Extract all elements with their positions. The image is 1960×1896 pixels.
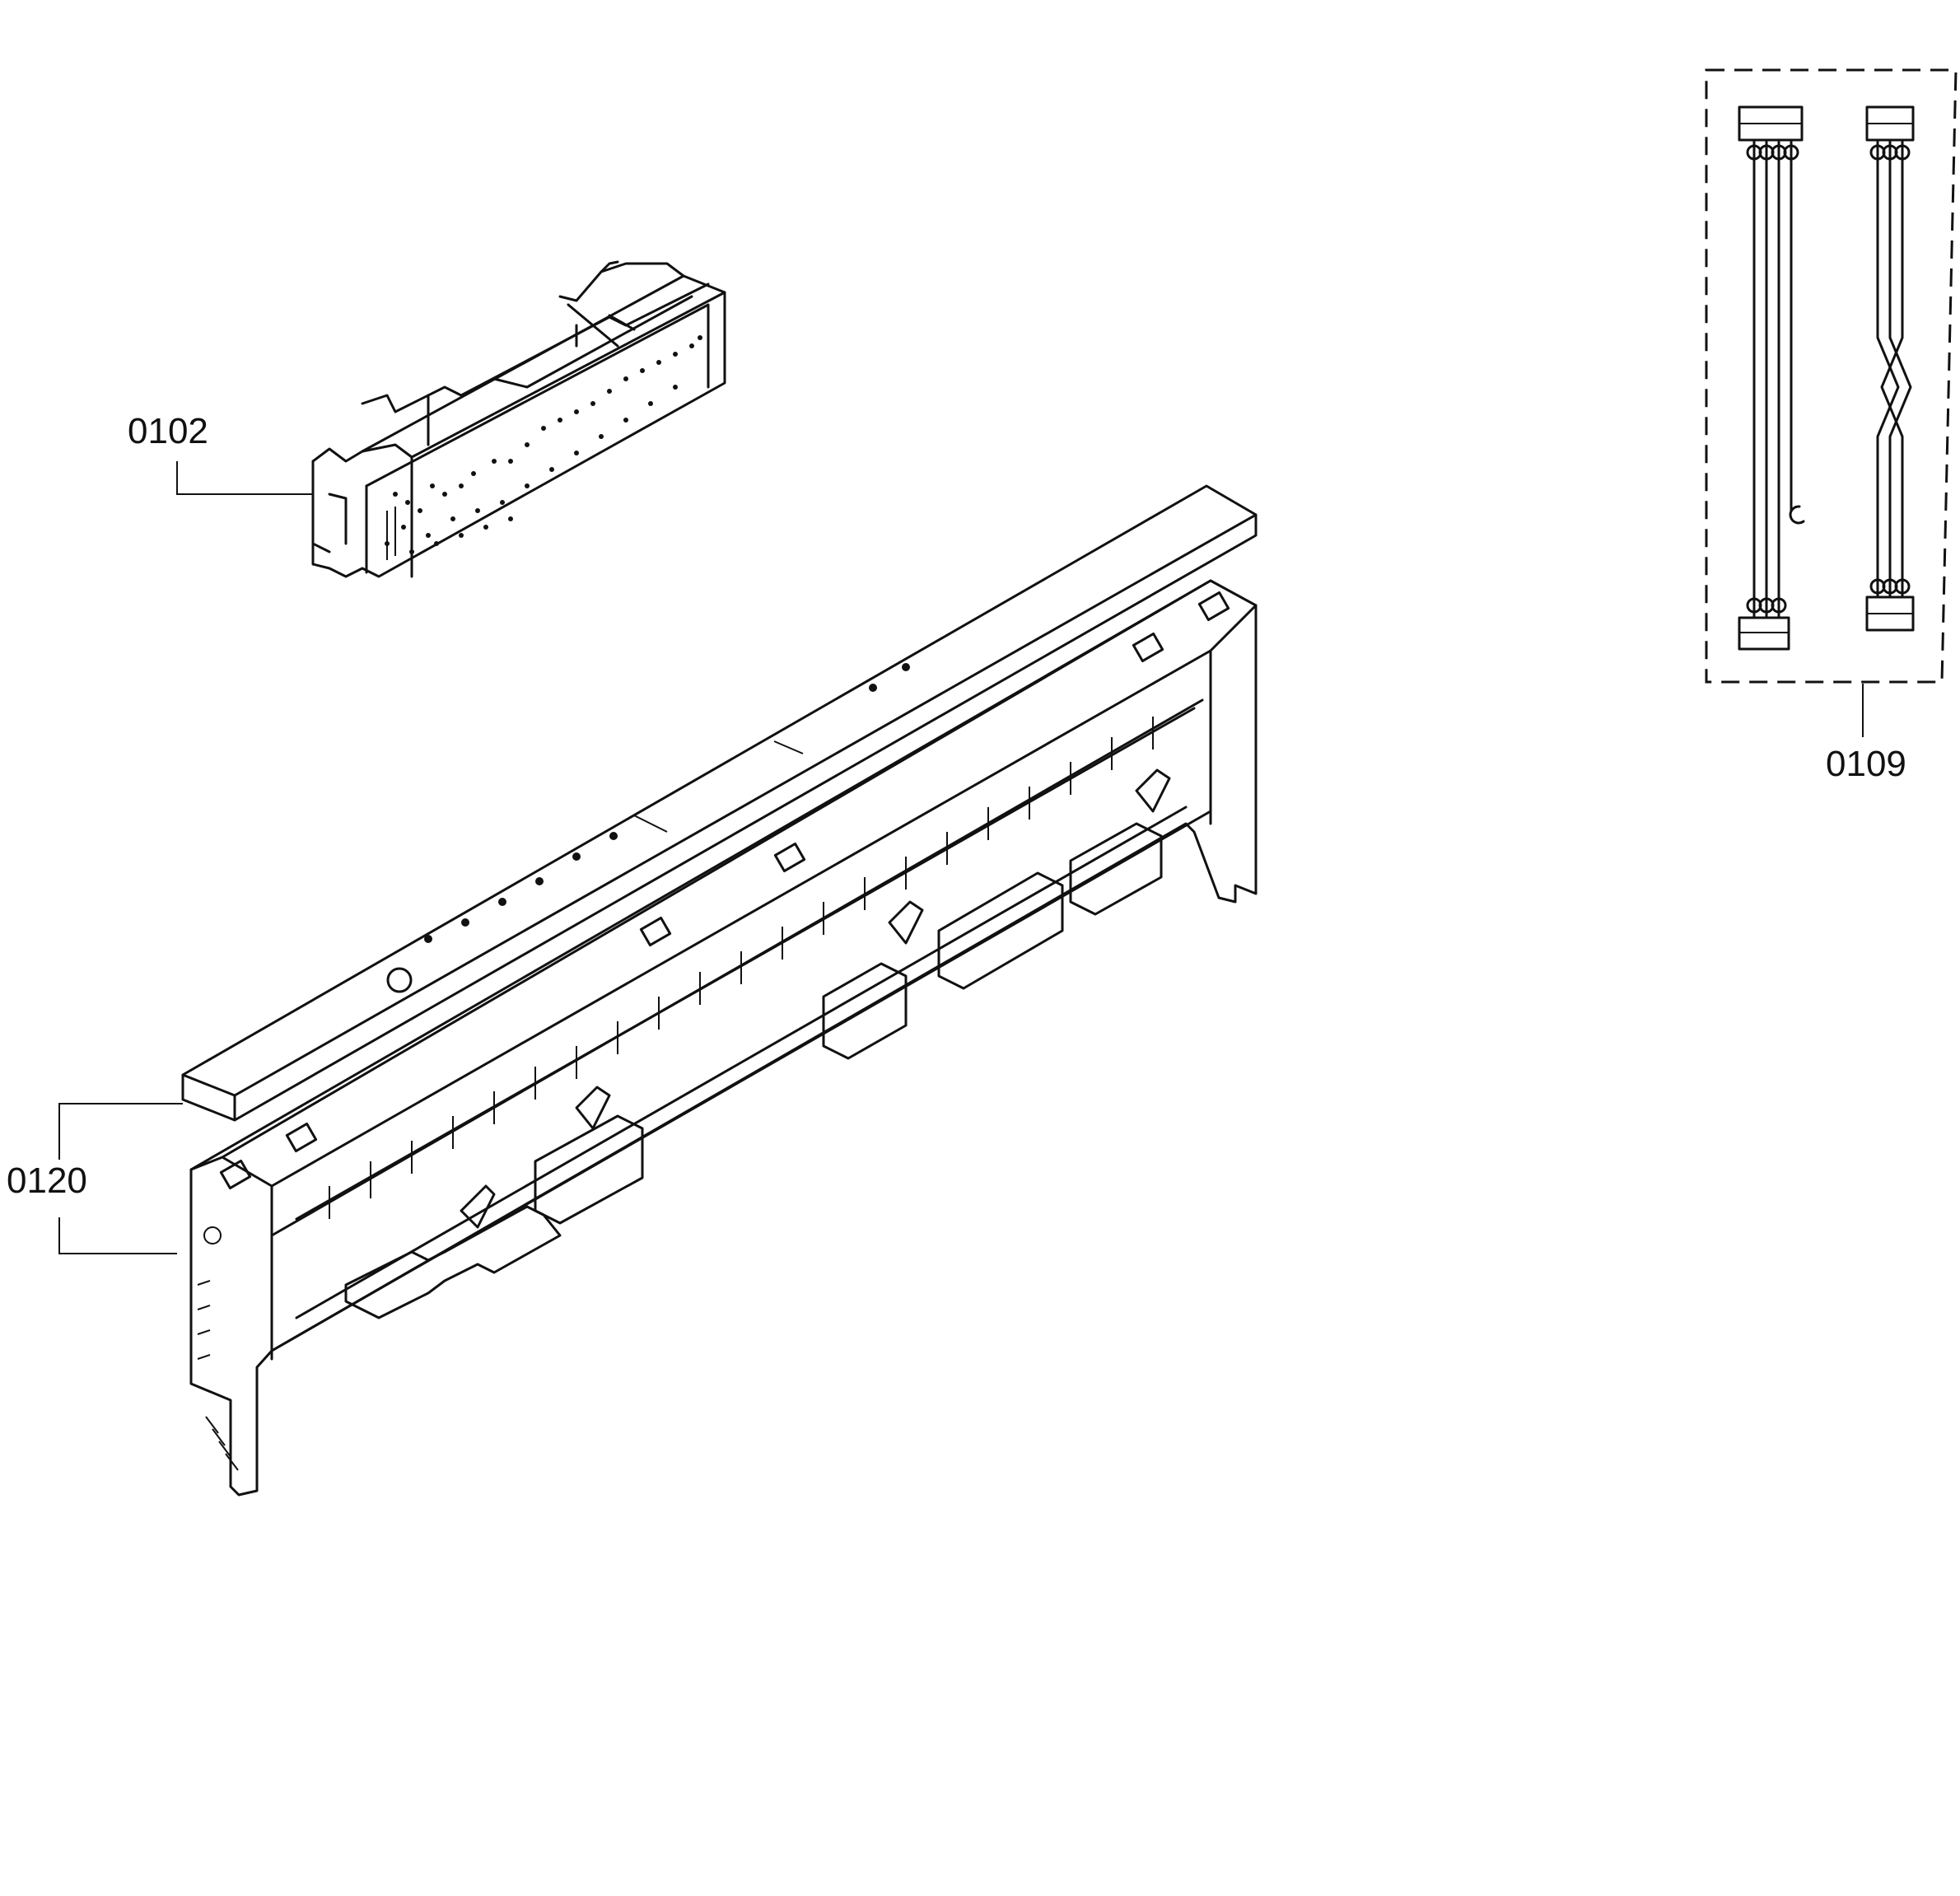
label-0109: 0109: [1826, 744, 1906, 784]
control-module-0102[interactable]: [311, 260, 726, 578]
control-panel-0120[interactable]: [181, 484, 1258, 1497]
leader-0102: [176, 461, 313, 495]
label-0102: 0102: [128, 411, 208, 451]
wiring-harness-0109[interactable]: [1705, 68, 1958, 684]
label-0120: 0120: [7, 1160, 87, 1201]
leader-0120: [58, 1103, 183, 1254]
